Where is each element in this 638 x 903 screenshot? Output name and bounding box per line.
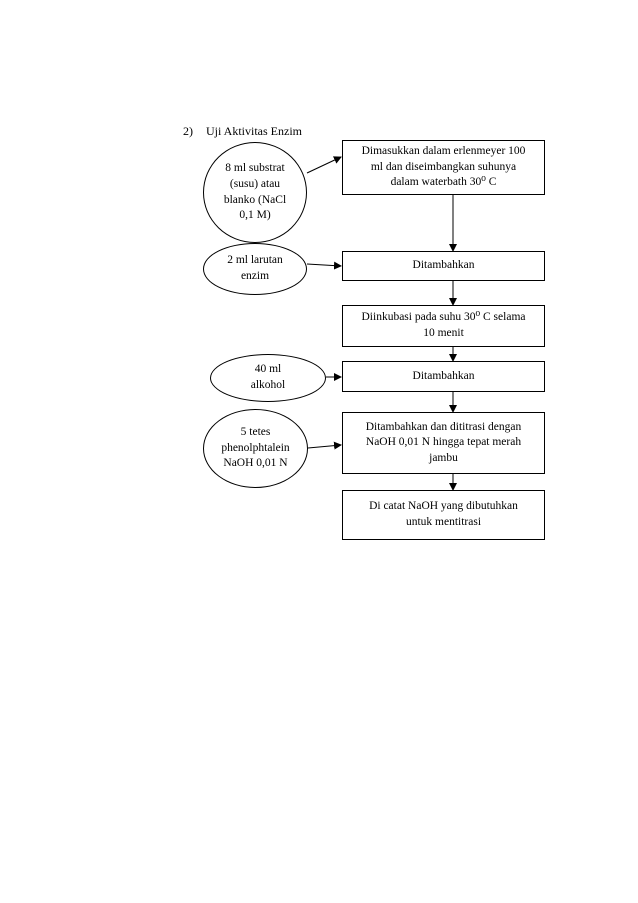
box-dititrasi-text: Ditambahkan dan dititrasi dengan NaOH 0,… bbox=[365, 420, 522, 464]
box-ditambahkan-2-text: Ditambahkan bbox=[412, 369, 475, 382]
box-dimasukkan: Dimasukkan dalam erlenmeyer 100 ml dan d… bbox=[342, 140, 545, 195]
ellipse-enzim: 2 ml larutan enzim bbox=[203, 243, 307, 295]
arrow-substrat-to-dimasukkan bbox=[306, 156, 342, 174]
arrow-indikator-to-dititrasi bbox=[307, 441, 342, 450]
box-ditambahkan-2: Ditambahkan bbox=[342, 361, 545, 392]
ellipse-alkohol: 40 ml alkohol bbox=[210, 354, 326, 402]
box-diinkubasi: Diinkubasi pada suhu 30⁰ C selama 10 men… bbox=[342, 305, 545, 347]
box-dititrasi: Ditambahkan dan dititrasi dengan NaOH 0,… bbox=[342, 412, 545, 474]
ellipse-enzim-text: 2 ml larutan enzim bbox=[227, 254, 283, 282]
box-dicatat-text: Di catat NaOH yang dibutuhkan untuk ment… bbox=[369, 500, 518, 528]
box-dimasukkan-text: Dimasukkan dalam erlenmeyer 100 ml dan d… bbox=[361, 145, 526, 189]
box-ditambahkan-1: Ditambahkan bbox=[342, 251, 545, 281]
arrow-enzim-to-ditambahkan bbox=[306, 261, 342, 270]
box-diinkubasi-text: Diinkubasi pada suhu 30⁰ C selama 10 men… bbox=[361, 311, 526, 339]
ellipse-indikator: 5 tetes phenolphtalein NaOH 0,01 N bbox=[203, 409, 308, 488]
ellipse-substrat-text: 8 ml substrat (susu) atau blanko (NaCl 0… bbox=[223, 162, 287, 222]
box-ditambahkan-1-text: Ditambahkan bbox=[412, 259, 475, 272]
section-heading: 2) Uji Aktivitas Enzim bbox=[183, 124, 302, 139]
section-title: Uji Aktivitas Enzim bbox=[206, 124, 302, 138]
box-dicatat: Di catat NaOH yang dibutuhkan untuk ment… bbox=[342, 490, 545, 540]
section-number: 2) bbox=[183, 124, 193, 138]
ellipse-alkohol-text: 40 ml alkohol bbox=[250, 363, 286, 391]
ellipse-indikator-text: 5 tetes phenolphtalein NaOH 0,01 N bbox=[221, 426, 290, 470]
ellipse-substrat: 8 ml substrat (susu) atau blanko (NaCl 0… bbox=[203, 142, 307, 243]
